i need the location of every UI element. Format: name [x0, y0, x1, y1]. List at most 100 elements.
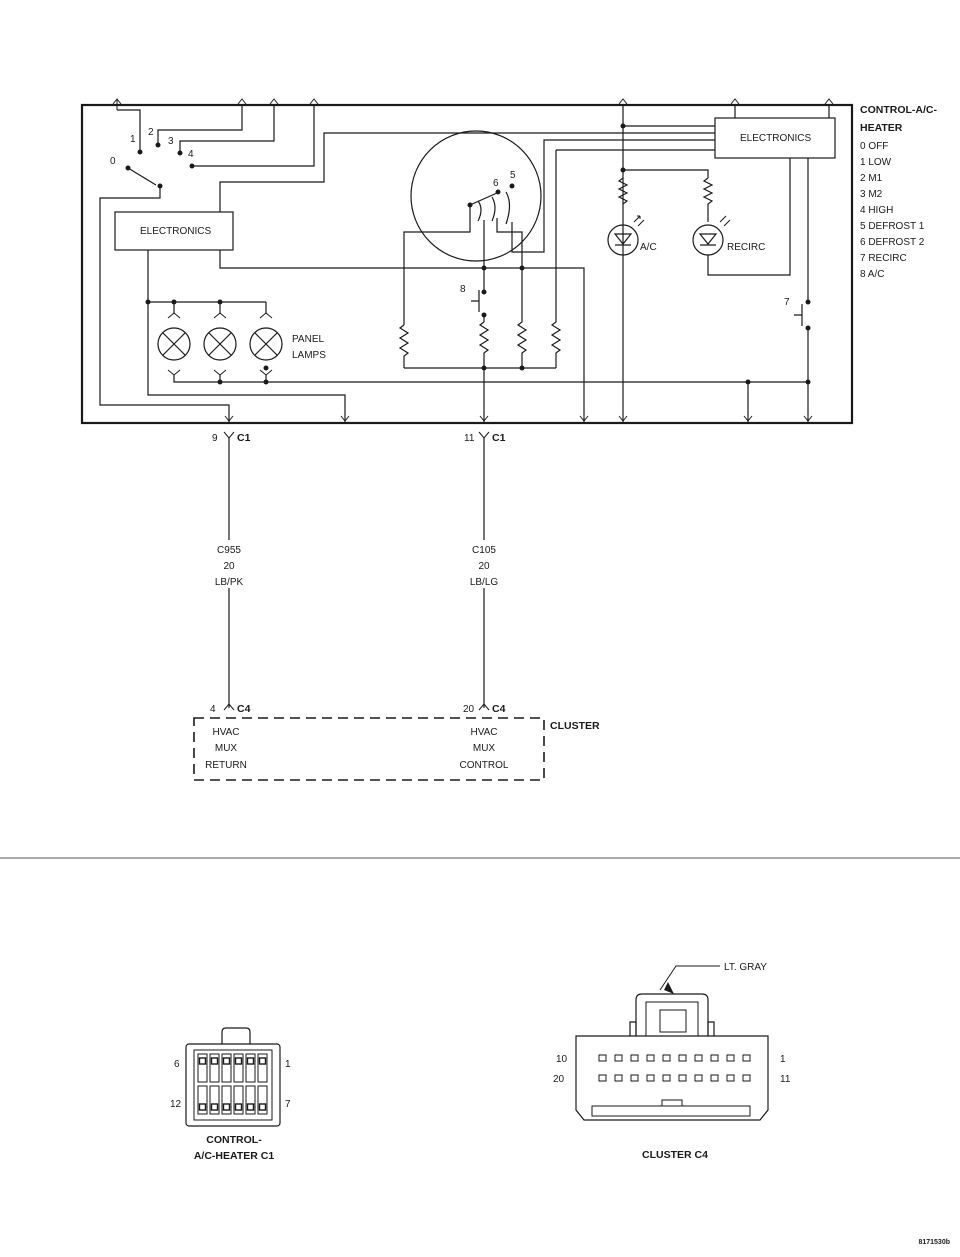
c1-pin-cavity	[245, 1053, 256, 1083]
electronics-right	[714, 117, 836, 159]
function-line: MUX	[215, 743, 238, 754]
c1-pin-cavity	[257, 1085, 268, 1115]
led-ac-label: A/C	[640, 242, 657, 253]
c1-pin-label: 6	[174, 1059, 180, 1070]
c4-pin-cavity	[694, 1054, 703, 1062]
legend-item: 7 RECIRC	[860, 253, 907, 264]
wire-gauge: 20	[223, 561, 235, 572]
c4-pin-4: 4	[210, 704, 216, 715]
c1-pin-cavity	[197, 1053, 208, 1083]
c1-pin-cavity	[245, 1085, 256, 1115]
c4-pin-cavity	[662, 1054, 671, 1062]
c4-pin-cavity	[598, 1074, 607, 1082]
c4-pin-cavity	[630, 1074, 639, 1082]
led-ac-icon	[607, 224, 639, 256]
panel-lamp-icon	[249, 327, 283, 361]
ac-switch-label: 8	[460, 284, 466, 295]
function-line: HVAC	[470, 727, 497, 738]
c1-pin-terminal	[258, 1057, 267, 1065]
figure-id: 8171530b	[918, 1239, 950, 1246]
c4-pin-cavity	[614, 1054, 623, 1062]
module-title-line2: HEATER	[860, 122, 903, 134]
c1-title-line1: CONTROL-	[206, 1134, 262, 1146]
c1-pin-terminal	[210, 1057, 219, 1065]
c4-pin-cavity	[694, 1074, 703, 1082]
c1-pin-cavity	[257, 1053, 268, 1083]
connector-c1-face: 6 1 12 7 CONTROL- A/C-HEATER C1	[170, 1027, 291, 1162]
c1-pin-11: 11	[464, 433, 475, 444]
c1-pin-label: 1	[285, 1059, 291, 1070]
c4-pin-label: 11	[780, 1074, 791, 1085]
c1-pin-terminal	[258, 1103, 267, 1111]
wire-color: LB/PK	[215, 577, 244, 588]
c1-pin-terminal	[234, 1057, 243, 1065]
c1-pin-terminal	[198, 1103, 207, 1111]
legend-item: 1 LOW	[860, 157, 892, 168]
mode-switch: 6 5	[403, 130, 715, 325]
blower-pos-2: 2	[148, 127, 154, 138]
c1-pin-cavity	[233, 1085, 244, 1115]
led-recirc-label: RECIRC	[727, 242, 765, 253]
panel-lamps-label-2: LAMPS	[292, 350, 326, 361]
c4-pin-label: 1	[780, 1054, 786, 1065]
panel-lamps-label-1: PANEL	[292, 334, 324, 345]
panel-lamp-icon	[157, 327, 191, 361]
wire-color: LB/LG	[470, 577, 499, 588]
c1-pin-cavity	[233, 1053, 244, 1083]
legend-item: 6 DEFROST 2	[860, 237, 925, 248]
c1-pin-terminal	[222, 1103, 231, 1111]
c1-pin-cavity	[197, 1085, 208, 1115]
legend-item: 8 A/C	[860, 269, 884, 280]
legend-item: 0 OFF	[860, 141, 888, 152]
blower-pos-0: 0	[110, 156, 116, 167]
c4-pin-cavity	[630, 1054, 639, 1062]
recirc-switch-label: 7	[784, 297, 790, 308]
legend-item: 4 HIGH	[860, 205, 893, 216]
c4-pin-cavity	[726, 1074, 735, 1082]
c4-color-callout: LT. GRAY	[724, 962, 767, 973]
c4-pin-cavity	[646, 1054, 655, 1062]
cluster-box: CLUSTER HVAC MUX RETURN HVAC MUX CONTROL	[193, 717, 600, 781]
c1-pin-cavity	[221, 1053, 232, 1083]
c1-pin-terminal	[246, 1103, 255, 1111]
c1-pin-terminal	[210, 1103, 219, 1111]
c4-pin-label: 10	[556, 1054, 568, 1065]
c4-connector-label: C4	[492, 703, 506, 715]
blower-pos-1: 1	[130, 134, 136, 145]
bottom-edge-arrows	[224, 415, 813, 422]
circuit-id: C105	[472, 545, 496, 556]
panel-lamps: PANEL LAMPS	[145, 299, 808, 385]
c1-pin-label: 7	[285, 1099, 291, 1110]
c4-pin-label: 20	[553, 1074, 565, 1085]
blower-switch: 1 2 3 0 4	[99, 104, 315, 422]
c4-pin-cavity	[726, 1054, 735, 1062]
function-line: RETURN	[205, 760, 247, 771]
c1-pin-terminal	[222, 1057, 231, 1065]
circuit-id: C955	[217, 545, 241, 556]
c1-pin-terminal	[246, 1057, 255, 1065]
recirc-switch: 7	[745, 158, 811, 422]
electronics-left	[114, 211, 234, 251]
c1-connector-label: C1	[237, 432, 251, 444]
c4-pin-cavity	[598, 1054, 607, 1062]
mode-pos-6: 6	[493, 178, 499, 189]
electronics-left-label: ELECTRONICS	[140, 226, 211, 237]
c1-pin-cavity	[221, 1085, 232, 1115]
c4-title: CLUSTER C4	[642, 1149, 708, 1161]
ac-switch-and-resistors: 8	[398, 149, 715, 422]
c1-connector-label: C1	[492, 432, 506, 444]
function-line: HVAC	[212, 727, 239, 738]
c4-pin-cavity	[710, 1074, 719, 1082]
control-ac-heater-module: CONTROL-A/C- HEATER 0 OFF 1 LOW 2 M1 3 M…	[80, 98, 937, 425]
led-indicators: A/C RECIRC	[607, 104, 791, 422]
c4-pin-20: 20	[463, 704, 475, 715]
c4-pin-grid	[598, 1054, 751, 1082]
c1-pin-cavity	[209, 1085, 220, 1115]
c4-pin-cavity	[678, 1054, 687, 1062]
wire-c105: 11 C1 C105 20 LB/LG 20 C4	[463, 431, 506, 715]
function-line: MUX	[473, 743, 496, 754]
mode-pos-5: 5	[510, 170, 516, 181]
function-line: CONTROL	[460, 760, 509, 771]
led-recirc-icon	[692, 224, 724, 256]
legend-item: 3 M2	[860, 189, 883, 200]
